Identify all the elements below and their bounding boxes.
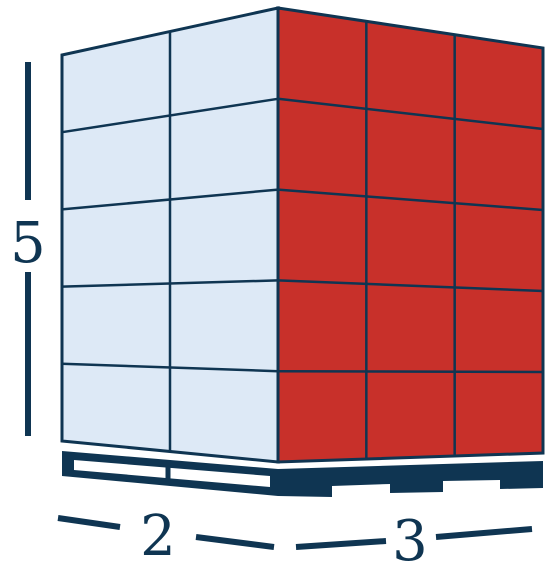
depth-bar-right: [196, 537, 274, 547]
depth-dimension: 2: [58, 504, 274, 565]
depth-bar-left: [58, 518, 120, 527]
right-face-row-line: [278, 371, 543, 372]
width-bar-right: [436, 529, 532, 537]
width-label: 3: [392, 509, 428, 565]
depth-label: 2: [140, 504, 176, 565]
height-label: 5: [10, 211, 46, 276]
width-dimension: 3: [296, 509, 532, 565]
width-bar-left: [296, 541, 386, 547]
height-dimension: 5: [10, 62, 46, 436]
right-face-boxes: [278, 8, 543, 462]
pallet-right-side: [278, 461, 543, 497]
